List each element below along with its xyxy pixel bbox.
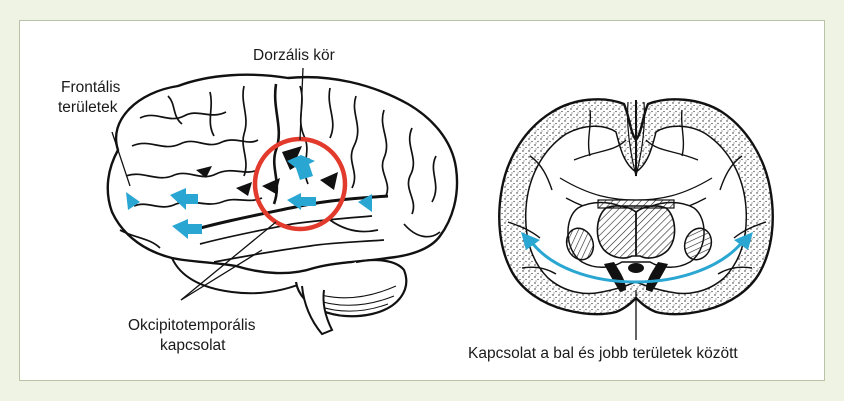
label-commissure: Kapcsolat a bal és jobb területek között — [468, 344, 738, 364]
label-occipito-line2: kapcsolat — [160, 336, 225, 356]
label-dorsal: Dorzális kör — [253, 46, 335, 66]
label-occipito-line1: Okcipitotemporális — [128, 316, 256, 336]
lateral-brain — [108, 75, 457, 334]
label-frontal-line1: Frontális — [61, 78, 120, 98]
label-frontal-line2: területek — [58, 98, 117, 118]
